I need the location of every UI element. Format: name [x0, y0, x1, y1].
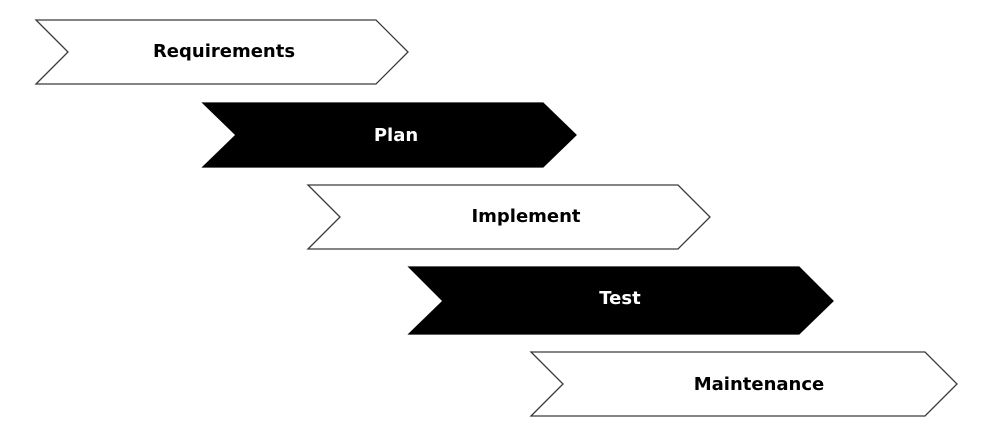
- step-label: Requirements: [153, 41, 295, 62]
- step-label: Plan: [374, 125, 418, 146]
- chevron-shape: [407, 266, 834, 335]
- step-maintenance: Maintenance: [529, 351, 958, 417]
- step-label: Test: [599, 288, 641, 309]
- step-implement: Implement: [306, 184, 711, 250]
- chevron-shape: [306, 184, 711, 250]
- step-label: Maintenance: [694, 374, 825, 395]
- step-plan: Plan: [201, 102, 577, 168]
- chevron-shape: [529, 351, 958, 417]
- step-requirements: Requirements: [34, 19, 409, 85]
- chevron-shape: [34, 19, 409, 85]
- step-test: Test: [407, 266, 834, 335]
- chevron-shape: [201, 102, 577, 168]
- step-label: Implement: [471, 206, 580, 227]
